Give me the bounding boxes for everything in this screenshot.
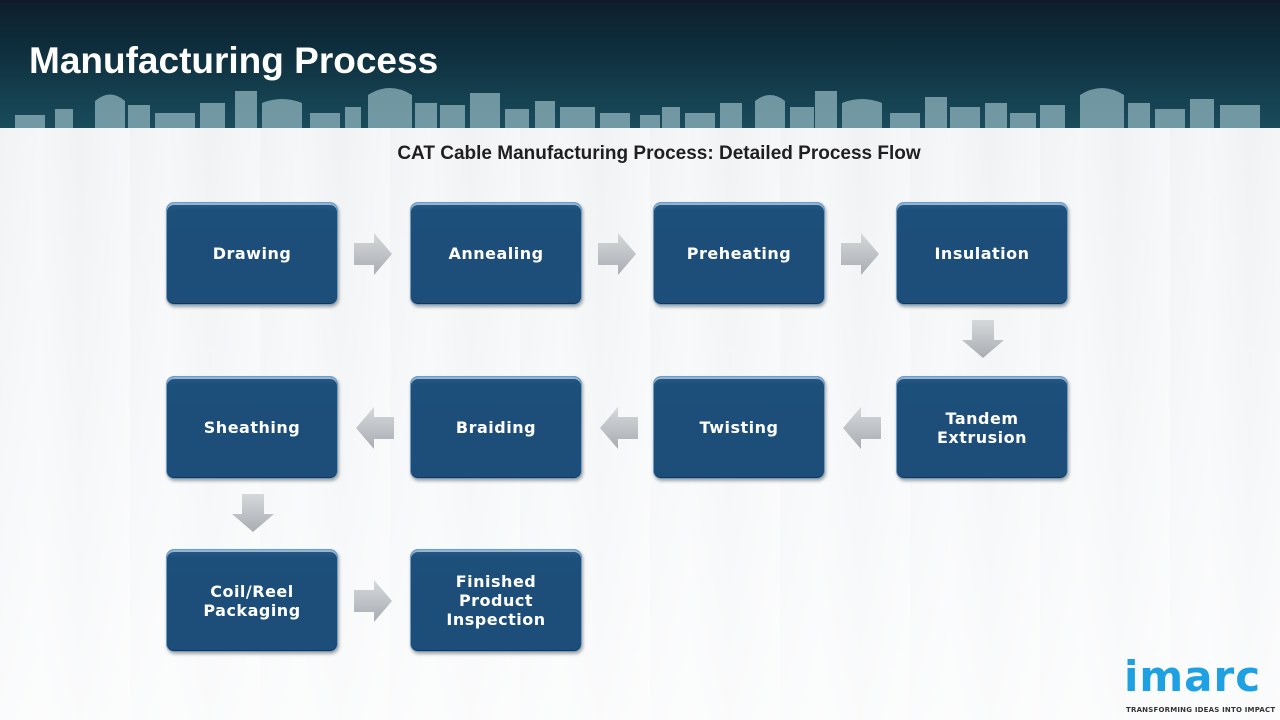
step-finished-product-inspection: Finished Product Inspection	[410, 549, 582, 652]
arrow-left-icon	[356, 407, 394, 449]
step-label: Finished Product Inspection	[446, 572, 546, 629]
step-preheating: Preheating	[653, 202, 825, 305]
step-label: Preheating	[686, 244, 792, 263]
step-label: Drawing	[212, 244, 292, 263]
arrow-down-icon	[232, 494, 274, 532]
step-label: Insulation	[934, 244, 1030, 263]
arrow-right-icon	[598, 233, 636, 275]
page-title: Manufacturing Process	[29, 40, 439, 81]
logo-tagline: TRANSFORMING IDEAS INTO IMPACT	[1126, 706, 1276, 714]
imarc-logo: imarc TRANSFORMING IDEAS INTO IMPACT	[1124, 652, 1276, 718]
arrow-left-icon	[600, 407, 638, 449]
step-label: Tandem Extrusion	[936, 408, 1028, 447]
step-braiding: Braiding	[410, 376, 582, 479]
arrow-right-icon	[841, 233, 879, 275]
step-label: Twisting	[699, 418, 779, 437]
step-twisting: Twisting	[653, 376, 825, 479]
diagram-title: CAT Cable Manufacturing Process: Detaile…	[397, 143, 921, 164]
logo-wordmark: imarc	[1124, 652, 1262, 701]
arrow-down-icon	[962, 320, 1004, 358]
step-label: Sheathing	[203, 418, 301, 437]
step-label: Coil/Reel Packaging	[203, 581, 301, 620]
step-tandem-extrusion: Tandem Extrusion	[896, 376, 1068, 479]
step-coil-reel-packaging: Coil/Reel Packaging	[166, 549, 338, 652]
step-annealing: Annealing	[410, 202, 582, 305]
arrow-right-icon	[354, 580, 392, 622]
step-drawing: Drawing	[166, 202, 338, 305]
step-sheathing: Sheathing	[166, 376, 338, 479]
city-skyline-graphic	[15, 88, 1260, 128]
arrow-left-icon	[843, 407, 881, 449]
step-label: Annealing	[448, 244, 544, 263]
arrow-right-icon	[354, 233, 392, 275]
header-top-line	[0, 0, 1280, 3]
header-banner: Manufacturing Process	[0, 0, 1280, 128]
step-label: Braiding	[455, 418, 537, 437]
step-insulation: Insulation	[896, 202, 1068, 305]
